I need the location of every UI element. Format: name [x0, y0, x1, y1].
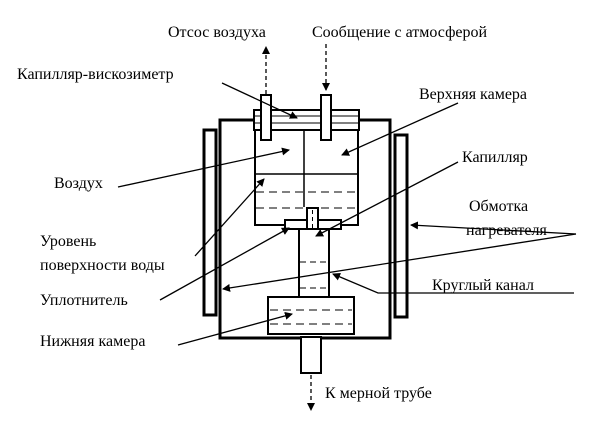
- leader-capillary: [315, 161, 459, 237]
- label-water-level-2: поверхности воды: [40, 257, 165, 274]
- label-seal: Уплотнитель: [40, 292, 128, 309]
- leader-lower-chamber: [177, 311, 293, 346]
- label-air: Воздух: [54, 175, 103, 192]
- heater-winding-right: [393, 133, 409, 319]
- label-capillary: Капилляр: [462, 149, 528, 166]
- label-lower-chamber: Нижняя камера: [40, 333, 145, 350]
- label-heater-winding-1: Обмотка: [469, 198, 528, 215]
- air-out-tube: [260, 94, 272, 141]
- leader-arrows: [117, 82, 577, 346]
- leader-capillary-viscometer: [221, 82, 298, 119]
- label-heater-winding-2: нагревателя: [466, 222, 547, 239]
- label-to-tube: К мерной трубе: [325, 385, 432, 402]
- atmosphere-tube: [320, 94, 332, 141]
- label-air-out: Отсос воздуха: [168, 24, 266, 41]
- leader-round-channel: [332, 273, 574, 294]
- round-channel: [298, 228, 330, 298]
- label-water-level-1: Уровень: [40, 233, 96, 250]
- top-cover: [253, 94, 360, 207]
- heater-winding-left: [202, 128, 218, 317]
- leader-upper-chamber: [341, 102, 459, 156]
- leader-seal: [159, 227, 290, 301]
- leader-water-level: [194, 178, 265, 257]
- leader-air: [117, 147, 290, 188]
- leader-heater-right: [410, 221, 577, 235]
- label-capillary-viscometer: Капилляр-вискозиметр: [17, 66, 174, 83]
- label-round-channel: Круглый канал: [432, 277, 534, 294]
- label-upper-chamber: Верхняя камера: [419, 86, 527, 103]
- lower-chamber: [267, 296, 355, 335]
- label-atmosphere: Сообщение с атмосферой: [312, 24, 488, 41]
- outlet-pipe: [300, 336, 322, 374]
- leader-heater-left: [222, 233, 577, 292]
